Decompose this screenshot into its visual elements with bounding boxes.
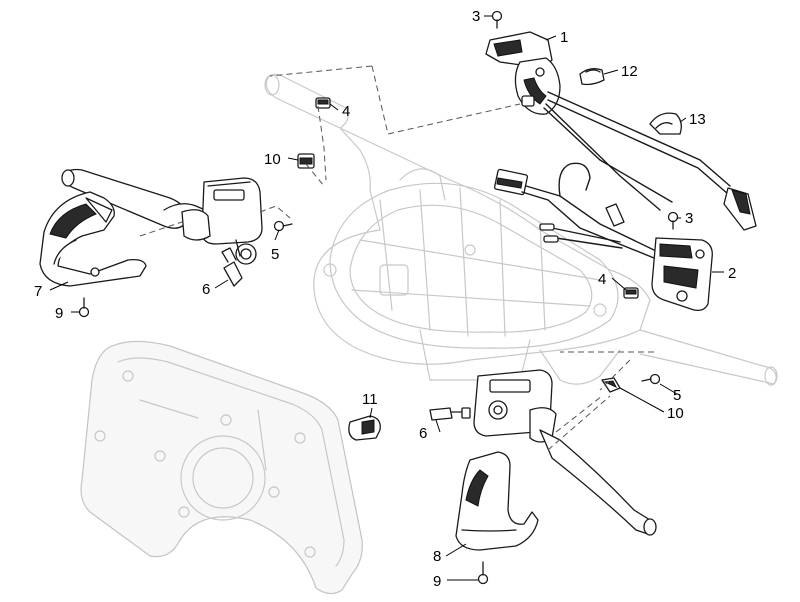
callout-12: 12	[621, 63, 638, 80]
callout-7: 7	[34, 283, 42, 300]
callout-6-right: 6	[419, 425, 427, 442]
callout-9-left: 9	[55, 305, 63, 322]
screw-5-right	[641, 373, 661, 385]
assembly-lines	[139, 65, 654, 451]
left-hand-guard	[39, 191, 147, 287]
right-switch-assembly	[651, 237, 713, 312]
callout-3-right: 3	[685, 210, 693, 227]
cable-clip-12	[579, 68, 605, 86]
handlebar-frame-ghost	[264, 73, 778, 386]
cable-clip-13	[649, 112, 682, 135]
right-switch-wiring	[493, 162, 655, 259]
screw-5-left	[273, 220, 293, 232]
left-master-cylinder	[181, 177, 263, 265]
screw-9-left	[78, 297, 90, 318]
handlebar-rear-cover-ghost	[80, 340, 363, 595]
callout-4-top: 4	[342, 103, 350, 120]
callout-6-left: 6	[202, 281, 210, 298]
leader-lines	[49, 15, 724, 581]
callout-3-top: 3	[472, 8, 480, 25]
right-hand-guard	[455, 451, 539, 551]
callout-8: 8	[433, 548, 441, 565]
stop-switch-right	[429, 407, 471, 421]
callout-5-left: 5	[271, 246, 279, 263]
connector-11	[348, 415, 381, 441]
screw-3-right	[667, 211, 679, 230]
callout-4-right: 4	[598, 271, 606, 288]
callout-labels: 1 3 12 13 4 10 5 3 2 4 6 7 9 5 10 11 6 8…	[34, 8, 736, 590]
screw-9-bottom	[477, 561, 489, 585]
callout-9-bottom: 9	[433, 573, 441, 590]
screw-3-top	[491, 10, 503, 29]
left-switch-assembly	[485, 31, 561, 115]
callout-10-right: 10	[667, 405, 684, 422]
callout-5-right: 5	[673, 387, 681, 404]
right-master-cylinder	[473, 369, 557, 443]
clip-10-left	[297, 153, 315, 169]
callout-13: 13	[689, 111, 706, 128]
clip-4-right	[623, 287, 639, 299]
stop-switch-left	[221, 247, 243, 287]
right-brake-lever	[539, 429, 657, 536]
clip-4-top	[315, 97, 331, 109]
left-switch-wiring	[543, 91, 757, 231]
callout-1: 1	[560, 29, 568, 46]
callout-2: 2	[728, 265, 736, 282]
callout-10-left: 10	[264, 151, 281, 168]
callout-11: 11	[362, 391, 378, 408]
